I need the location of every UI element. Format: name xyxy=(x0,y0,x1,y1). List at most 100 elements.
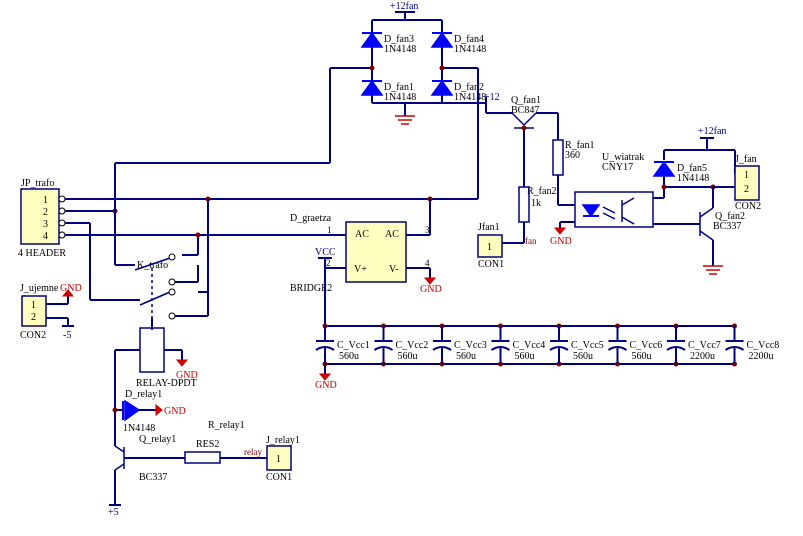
j-ujemne-pin-2: 2 xyxy=(31,312,36,323)
resistor-r-fan2: R_fan2 1k fan xyxy=(502,186,556,246)
q-relay1-ref: Q_relay1 xyxy=(139,434,176,445)
r-fan2-ref: R_fan2 xyxy=(527,186,556,197)
jp-trafo-pin-2: 2 xyxy=(43,207,48,218)
r-relay1-value: RES2 xyxy=(196,439,219,450)
u-wiatrak-value: CNY17 xyxy=(602,162,633,173)
relay-switch-k-trafo: K_trafo xyxy=(115,253,209,330)
net-fan: fan xyxy=(525,236,537,246)
d-fan1-ref: D_fan1 xyxy=(384,82,414,93)
connector-jfan1: Jfan1 1 CON1 xyxy=(477,222,504,270)
power-vcc: VCC xyxy=(315,247,336,258)
r-fan2-value: 1k xyxy=(531,198,541,209)
net-relay: relay xyxy=(244,447,262,457)
u-wiatrak-ref: U_wiatrak xyxy=(602,152,644,163)
q-fan2-value: BC337 xyxy=(713,221,741,232)
transformer-header: JP_trafo 1 2 3 4 4 HEADER xyxy=(18,178,66,259)
capacitor-value: 2200u xyxy=(749,351,774,362)
diode-d-relay1: D_relay1 GND 1N4148 xyxy=(112,389,186,434)
capacitor-value: 560u xyxy=(398,351,418,362)
d-fan3-value: 1N4148 xyxy=(384,44,416,55)
capacitor-ref: C_Vcc1 xyxy=(337,340,370,351)
bridge-ac-left: AC xyxy=(355,229,369,240)
connector-j-ujemne: J_ujemne 1 2 CON2 GND -5 xyxy=(20,283,82,341)
d-fan2-value: 1N4148 xyxy=(454,92,486,103)
capacitor-ref: C_Vcc4 xyxy=(513,340,546,351)
gnd-label-bridge: GND xyxy=(420,284,442,295)
power-plus5: +5 xyxy=(108,507,119,518)
r-relay1-ref: R_relay1 xyxy=(208,420,245,431)
capacitor-value: 560u xyxy=(456,351,476,362)
q-relay1-value: BC337 xyxy=(139,472,167,483)
capacitor-ref: C_Vcc3 xyxy=(454,340,487,351)
relay-value: RELAY-DPDT xyxy=(136,378,197,389)
jp-trafo-ref: JP_trafo xyxy=(21,178,54,189)
d-fan1-value: 1N4148 xyxy=(384,92,416,103)
power-12fan-top: +12fan xyxy=(390,1,418,12)
j-fan-value: CON2 xyxy=(735,201,761,212)
capacitor-value: 560u xyxy=(632,351,652,362)
k-trafo-ref: K_trafo xyxy=(137,260,168,271)
q-fan1-value: BC847 xyxy=(511,105,539,116)
bridge-pin-3: 3 xyxy=(425,225,430,235)
d-fan5-ref: D_fan5 xyxy=(677,163,707,174)
d-fan4-ref: D_fan4 xyxy=(454,34,484,45)
gnd-label-relay: GND xyxy=(176,370,198,381)
j-fan-pin-1: 1 xyxy=(744,170,749,181)
q-fan1-ref: Q_fan1 xyxy=(511,95,541,106)
j-ujemne-pin-1: 1 xyxy=(31,300,36,311)
fan-bridge: +12fan D_fan3 1N4148 D_fan4 1N4148 D_f xyxy=(330,1,500,125)
bridge-pin-2: 2 xyxy=(326,258,331,268)
jfan1-pin: 1 xyxy=(487,242,492,253)
power-minus5: -5 xyxy=(63,330,71,341)
jp-trafo-pin-3: 3 xyxy=(43,219,48,230)
bridge-vplus: V+ xyxy=(354,264,367,275)
diode-d-fan3: D_fan3 1N4148 xyxy=(360,31,416,55)
capacitor-ref: C_Vcc6 xyxy=(630,340,663,351)
connector-j-relay1: J_relay1 1 CON1 xyxy=(266,435,300,483)
diode-d-fan2: D_fan2 1N4148 xyxy=(430,79,486,103)
d-relay1-value: 1N4148 xyxy=(123,423,155,434)
diode-d-fan5: +12fan D_fan5 1N4148 xyxy=(652,126,736,190)
bridge-ac-right: AC xyxy=(385,229,399,240)
r-fan1-value: 360 xyxy=(565,150,580,161)
relay-dpdt-coil: GND RELAY-DPDT xyxy=(114,318,198,446)
gnd-label-caps: GND xyxy=(315,380,337,391)
capacitor-ref: C_Vcc8 xyxy=(747,340,780,351)
j-relay1-pin: 1 xyxy=(276,454,281,465)
transistor-q-fan1: Q_fan1 BC847 xyxy=(486,95,558,187)
j-fan-pin-2: 2 xyxy=(744,184,749,195)
bridge-vminus: V- xyxy=(389,264,399,275)
gnd-label-opto: GND xyxy=(550,236,572,247)
bridge-ref: D_graetza xyxy=(290,213,332,224)
capacitor-value: 560u xyxy=(515,351,535,362)
diode-d-fan4: D_fan4 1N4148 xyxy=(430,31,486,55)
capacitor-layer: C_Vcc1560uC_Vcc2560uC_Vcc3560uC_Vcc4560u… xyxy=(315,323,780,367)
d-fan3-ref: D_fan3 xyxy=(384,34,414,45)
header-wiring xyxy=(65,68,479,301)
j-ujemne-ref: J_ujemne xyxy=(20,283,59,294)
capacitor-ref: C_Vcc2 xyxy=(396,340,429,351)
jp-trafo-value: 4 HEADER xyxy=(18,248,66,259)
j-relay1-value: CON1 xyxy=(266,472,292,483)
bridge-pin-4: 4 xyxy=(425,258,430,268)
power-12-qfan1: +12 xyxy=(484,92,500,103)
bridge-pin-1: 1 xyxy=(327,225,332,235)
j-ujemne-value: CON2 xyxy=(20,330,46,341)
optocoupler-u-wiatrak: U_wiatrak CNY17 GND xyxy=(550,152,700,247)
capacitor-ref: C_Vcc7 xyxy=(688,340,721,351)
gnd-symbol-fan-bridge xyxy=(395,115,415,125)
capacitor-ref: C_Vcc5 xyxy=(571,340,604,351)
resistor-r-relay1: R_relay1 RES2 relay xyxy=(184,420,267,464)
j-fan-ref: J_fan xyxy=(735,154,757,165)
d-relay1-ref: D_relay1 xyxy=(125,389,162,400)
d-fan2-ref: D_fan2 xyxy=(454,82,484,93)
